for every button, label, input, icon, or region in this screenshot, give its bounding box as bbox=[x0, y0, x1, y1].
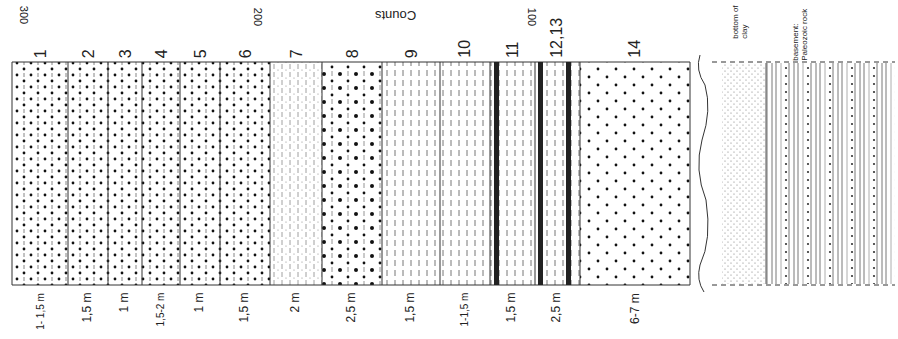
layer-number: 1 bbox=[31, 49, 49, 58]
thickness-label: 1,5 m bbox=[81, 293, 94, 323]
axis-label: Counts bbox=[375, 8, 416, 22]
thickness-label: 1 m bbox=[118, 293, 131, 313]
note-label: basement: Paleozoic rock bbox=[792, 5, 810, 61]
thickness-label: 1,5-2 m bbox=[156, 293, 167, 327]
layer-number: 3 bbox=[116, 49, 134, 58]
layer-number: 10 bbox=[456, 40, 474, 58]
thickness-label: 1- 1,5 m bbox=[35, 293, 46, 330]
layer-number: 14 bbox=[626, 40, 644, 58]
axis-label: 200 bbox=[252, 8, 264, 26]
thickness-label: 1,5 m bbox=[238, 293, 251, 323]
thickness-label: 2 m bbox=[289, 293, 302, 313]
layer-number: 12,13 bbox=[548, 18, 566, 58]
thickness-label: 1,5 m bbox=[505, 293, 518, 323]
axis-label: 300 bbox=[18, 6, 30, 24]
layer-number: 6 bbox=[236, 49, 254, 58]
thickness-label: 1,5 m bbox=[404, 293, 417, 323]
layer-number: 2 bbox=[79, 49, 97, 58]
thickness-label: 2,5 m bbox=[345, 293, 358, 323]
note-label: bottom of clay bbox=[732, 5, 750, 39]
thickness-label: 2,5 m bbox=[550, 293, 563, 323]
layer-number: 5 bbox=[191, 49, 209, 58]
thickness-label: 1 m bbox=[193, 293, 206, 313]
thickness-label: 6-7 m bbox=[628, 293, 641, 324]
layer-number: 9 bbox=[402, 49, 420, 58]
axis-label: 100 bbox=[526, 8, 538, 26]
layer-number: 7 bbox=[287, 49, 305, 58]
thickness-label: 1-1,5 m bbox=[460, 293, 471, 327]
layer-number: 11 bbox=[503, 41, 521, 58]
layer-number: 8 bbox=[343, 49, 361, 58]
layer-number: 4 bbox=[152, 49, 170, 58]
